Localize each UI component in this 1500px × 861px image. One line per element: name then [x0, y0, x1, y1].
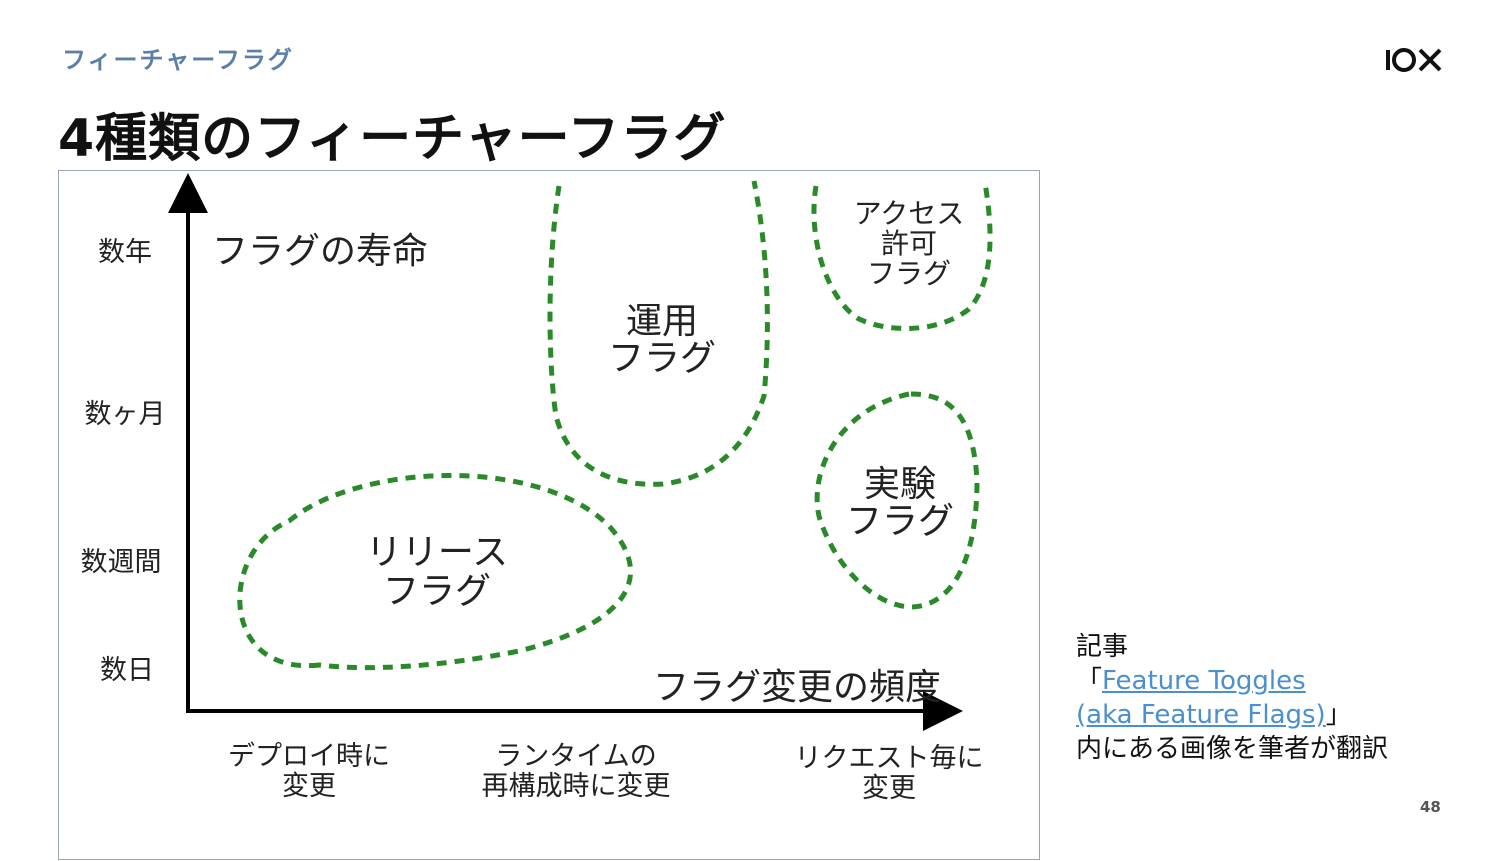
caption-line: 記事 [1076, 632, 1129, 662]
permission-flag-region [811, 182, 993, 331]
y-tick-label: 数年 [98, 237, 152, 268]
experiment-flag-label: 実験 [864, 464, 936, 505]
article-link-continued[interactable]: (aka Feature Flags) [1076, 700, 1326, 730]
release-flag-label: フラグ [383, 571, 491, 612]
y-tick-label: 数週間 [81, 547, 162, 578]
ops-flag-region [547, 180, 770, 487]
quote-close: 」 [1325, 700, 1352, 730]
experiment-flag-region [814, 391, 980, 610]
y-tick-label: 数日 [100, 655, 154, 686]
y-axis-title: フラグの寿命 [212, 231, 428, 272]
release-flag-label: リリース [366, 532, 508, 573]
section-label: フィーチャーフラグ [62, 46, 294, 74]
article-link[interactable]: Feature Toggles [1102, 666, 1306, 696]
page-number: 48 [1420, 798, 1441, 816]
x-tick-label: 変更 [282, 771, 336, 802]
slide-title: 4種類のフィーチャーフラグ [58, 109, 727, 169]
x-tick-label: 変更 [862, 773, 916, 804]
y-tick-label: 数ヶ月 [85, 399, 166, 430]
caption-line: 内にある画像を筆者が翻訳 [1076, 734, 1389, 764]
caption-link-line: 「Feature Toggles [1076, 664, 1456, 698]
source-caption: 記事 「Feature Toggles (aka Feature Flags)」… [1076, 630, 1456, 766]
quote-open: 「 [1076, 666, 1103, 696]
experiment-flag-label: フラグ [846, 501, 954, 542]
permission-flag-label: アクセス [854, 197, 965, 230]
company-logo [1386, 48, 1442, 72]
x-tick-label: リクエスト毎に [795, 743, 984, 774]
diagram-canvas: フラグの寿命 フラグ変更の頻度 数年 数ヶ月 数週間 数日 デプロイ時に 変更 … [81, 173, 993, 804]
x-tick-label: ランタイムの [495, 741, 656, 772]
x-tick-label: 再構成時に変更 [482, 771, 671, 802]
ops-flag-label: フラグ [608, 338, 716, 379]
permission-flag-label: 許可 [881, 227, 937, 260]
ops-flag-label: 運用 [626, 301, 698, 342]
flag-types-diagram: フラグの寿命 フラグ変更の頻度 数年 数ヶ月 数週間 数日 デプロイ時に 変更 … [58, 170, 1040, 860]
caption-link-line: (aka Feature Flags)」 [1076, 698, 1456, 732]
permission-flag-label: フラグ [867, 257, 951, 290]
x-tick-label: デプロイ時に [228, 741, 390, 772]
x-axis-title: フラグ変更の頻度 [653, 667, 941, 708]
